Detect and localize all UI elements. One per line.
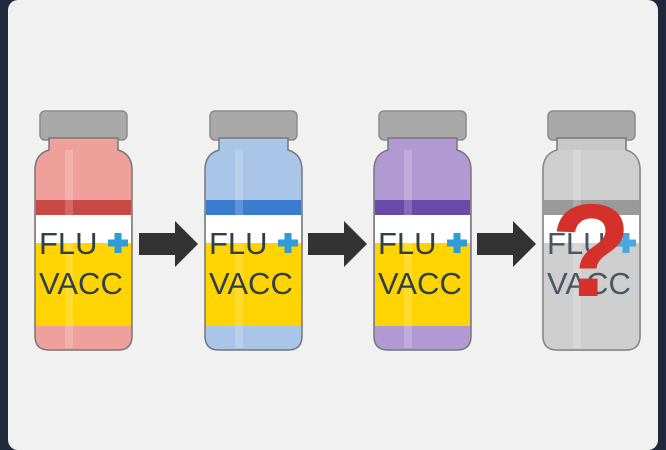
vial-cap xyxy=(209,110,298,141)
vial-band xyxy=(36,200,131,215)
glass-shine xyxy=(65,150,73,348)
vaccine-vial: FLU VACC xyxy=(204,110,303,351)
label-yellow xyxy=(206,243,301,326)
vial-label-line2: VACC xyxy=(378,266,462,301)
plus-icon xyxy=(114,233,122,253)
right-arrow-icon xyxy=(308,221,367,267)
right-arrow-icon xyxy=(477,221,536,267)
vial-cap xyxy=(39,110,128,141)
vaccine-vial: FLU VACC xyxy=(34,110,133,351)
vial-label-line2: VACC xyxy=(209,266,293,301)
vial-label-line1: FLU xyxy=(209,226,268,261)
question-mark-icon: ? xyxy=(551,177,632,324)
plus-icon xyxy=(453,233,461,253)
vial-label-line1: FLU xyxy=(39,226,98,261)
plus-icon xyxy=(622,233,630,253)
label-yellow xyxy=(375,243,470,326)
label-yellow xyxy=(36,243,131,326)
vial-cap xyxy=(547,110,636,141)
right-arrow-icon xyxy=(139,221,198,267)
unknown-vaccine-vial: FLU VACC? xyxy=(542,110,641,351)
vial-cap xyxy=(378,110,467,141)
vial-label-line1: FLU xyxy=(547,226,606,261)
label-yellow xyxy=(544,243,639,326)
vial-band xyxy=(206,200,301,215)
vial-band xyxy=(544,200,639,215)
glass-shine xyxy=(573,150,581,348)
faded-overlay xyxy=(543,150,640,350)
plus-icon xyxy=(284,233,292,253)
glass-shine xyxy=(404,150,412,348)
vial-label-line1: FLU xyxy=(378,226,437,261)
vial-label-line2: VACC xyxy=(39,266,123,301)
vial-label-line2: VACC xyxy=(547,266,631,301)
vial-band xyxy=(375,200,470,215)
glass-shine xyxy=(235,150,243,348)
vaccine-vial: FLU VACC xyxy=(373,110,472,351)
